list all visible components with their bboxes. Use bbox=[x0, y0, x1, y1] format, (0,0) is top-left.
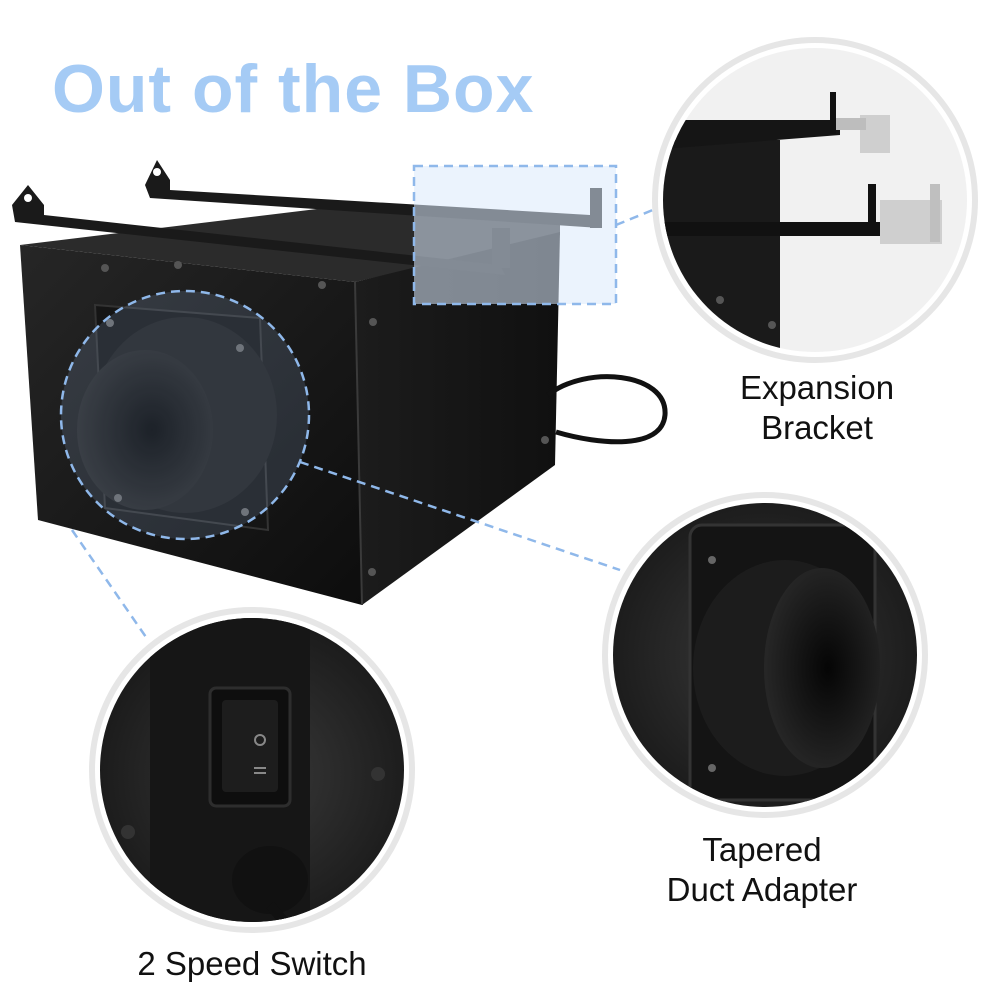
tapered-duct-adapter-label-line1: Tapered bbox=[702, 831, 822, 868]
zoom-duct-adapter bbox=[602, 492, 928, 818]
expansion-bracket-label-line2: Bracket bbox=[761, 409, 873, 446]
expansion-bracket-label-line1: Expansion bbox=[739, 369, 895, 406]
tapered-duct-adapter-label: Tapered Duct Adapter bbox=[640, 830, 884, 910]
expansion-bracket-label: Expansion Bracket bbox=[700, 368, 934, 448]
speed-switch-label-text: 2 Speed Switch bbox=[137, 945, 367, 982]
bracket-highlight-box bbox=[412, 164, 618, 306]
zoom-speed-switch bbox=[89, 607, 415, 933]
tapered-duct-adapter-label-line2: Duct Adapter bbox=[666, 871, 858, 908]
duct-adapter-icon bbox=[77, 303, 277, 532]
page-title: Out of the Box bbox=[52, 51, 535, 127]
duct-highlight-circle bbox=[59, 289, 311, 541]
zoom-expansion-bracket bbox=[652, 37, 978, 363]
power-cord-icon bbox=[546, 374, 668, 445]
speed-switch-label: 2 Speed Switch bbox=[112, 944, 392, 984]
callout-connectors bbox=[70, 203, 666, 641]
rocker-switch-icon bbox=[208, 686, 292, 808]
